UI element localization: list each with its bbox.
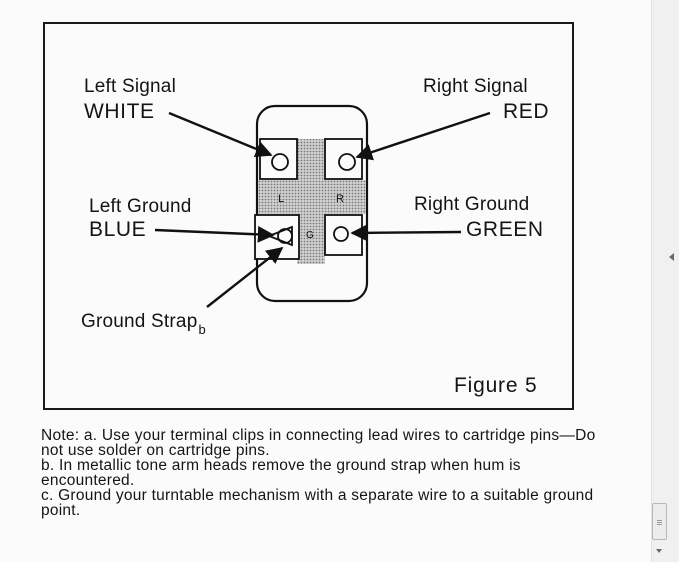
pin-label-right: R bbox=[336, 193, 344, 205]
note-b: b. In metallic tone arm heads remove the… bbox=[41, 457, 521, 489]
pin-right-signal bbox=[338, 153, 356, 171]
chevron-down-icon[interactable] bbox=[656, 549, 662, 553]
label-ground-strap: Ground Strapb bbox=[81, 311, 206, 337]
pin-label-ground: G bbox=[306, 230, 314, 241]
label-left-ground-color: BLUE bbox=[89, 218, 147, 241]
leader-right-signal bbox=[355, 111, 491, 161]
pin-label-left: L bbox=[278, 193, 284, 205]
label-right-ground-color: GREEN bbox=[466, 218, 544, 241]
label-right-signal-color: RED bbox=[503, 100, 550, 123]
note-c: c. Ground your turntable mechanism with … bbox=[41, 487, 594, 519]
document-page: L R G Left Signal WHITE Right Signal RED… bbox=[41, 22, 609, 519]
chevron-left-icon[interactable] bbox=[669, 253, 674, 261]
vertical-scrollbar[interactable] bbox=[651, 0, 679, 562]
figure-5-box: L R G Left Signal WHITE Right Signal RED… bbox=[43, 22, 574, 410]
label-left-signal: Left Signal bbox=[84, 76, 176, 97]
label-left-ground: Left Ground bbox=[89, 196, 192, 217]
label-right-signal: Right Signal bbox=[423, 76, 528, 97]
pin-left-signal bbox=[271, 153, 289, 171]
label-right-ground: Right Ground bbox=[414, 194, 530, 215]
cartridge-diagram: L R G bbox=[154, 104, 491, 308]
cross-horizontal bbox=[258, 180, 366, 214]
note-a: Note: a. Use your terminal clips in conn… bbox=[41, 427, 596, 459]
leader-right-ground bbox=[350, 224, 462, 242]
leader-left-signal bbox=[168, 111, 273, 158]
label-left-signal-color: WHITE bbox=[84, 100, 155, 123]
label-ground-strap-subscript: b bbox=[198, 322, 206, 337]
pin-right-ground bbox=[333, 226, 349, 242]
scroll-thumb[interactable] bbox=[652, 503, 667, 540]
figure-title: Figure 5 bbox=[454, 374, 538, 397]
leader-left-ground bbox=[154, 225, 275, 243]
leader-ground-strap bbox=[206, 246, 284, 308]
notes-block: Note: a. Use your terminal clips in conn… bbox=[41, 427, 609, 519]
ground-strap-clip bbox=[266, 225, 293, 247]
